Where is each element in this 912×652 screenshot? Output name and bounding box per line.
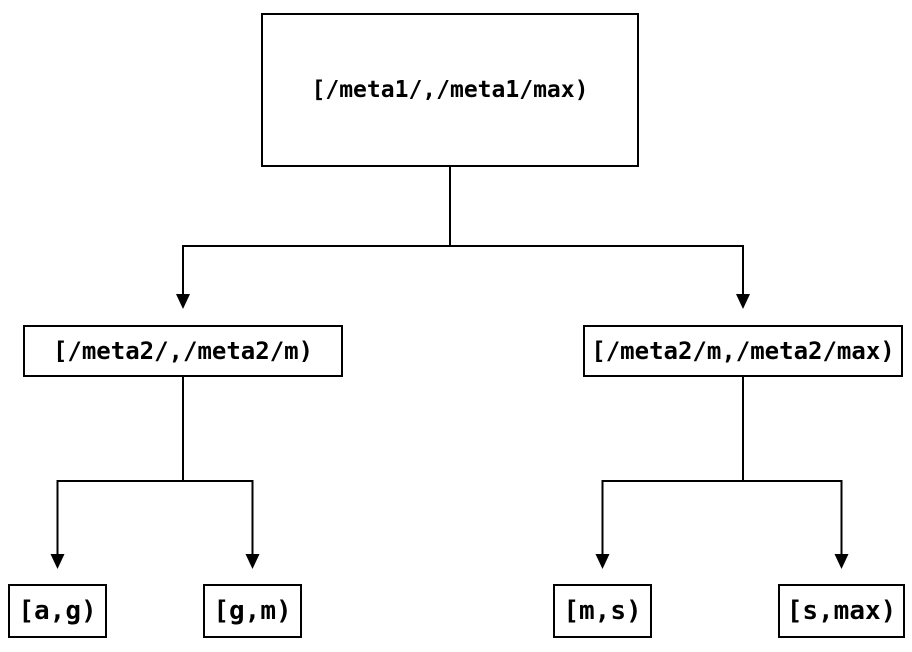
tree-node-leaf-smax: [s,max)	[778, 584, 905, 638]
tree-node-leaf-ms: [m,s)	[553, 584, 652, 638]
arrowhead-down-icon	[245, 554, 260, 569]
tree-node-meta2-high: [/meta2/m,/meta2/max)	[583, 325, 903, 377]
tree-node-meta2-high-label: [/meta2/m,/meta2/max)	[591, 337, 895, 365]
arrowhead-down-icon	[736, 294, 750, 309]
edge-meta2-low-branch	[56, 480, 254, 554]
tree-node-leaf-gm-label: [g,m)	[213, 596, 292, 626]
tree-node-leaf-ag: [a,g)	[8, 584, 107, 638]
tree-node-leaf-smax-label: [s,max)	[786, 596, 897, 626]
tree-node-leaf-ms-label: [m,s)	[563, 596, 642, 626]
tree-node-leaf-ag-label: [a,g)	[18, 596, 97, 626]
tree-node-meta2-low: [/meta2/,/meta2/m)	[23, 325, 343, 377]
tree-node-leaf-gm: [g,m)	[203, 584, 302, 638]
arrowhead-down-icon	[595, 554, 610, 569]
arrowhead-down-icon	[176, 294, 190, 309]
arrowhead-down-icon	[834, 554, 849, 569]
tree-node-root-label: [/meta1/,/meta1/max)	[311, 77, 589, 103]
tree-node-root: [/meta1/,/meta1/max)	[261, 13, 639, 167]
arrowhead-down-icon	[50, 554, 65, 569]
tree-node-meta2-low-label: [/meta2/,/meta2/m)	[52, 337, 314, 365]
edge-meta2-high-branch	[601, 480, 843, 554]
edge-root-branch	[182, 245, 744, 294]
